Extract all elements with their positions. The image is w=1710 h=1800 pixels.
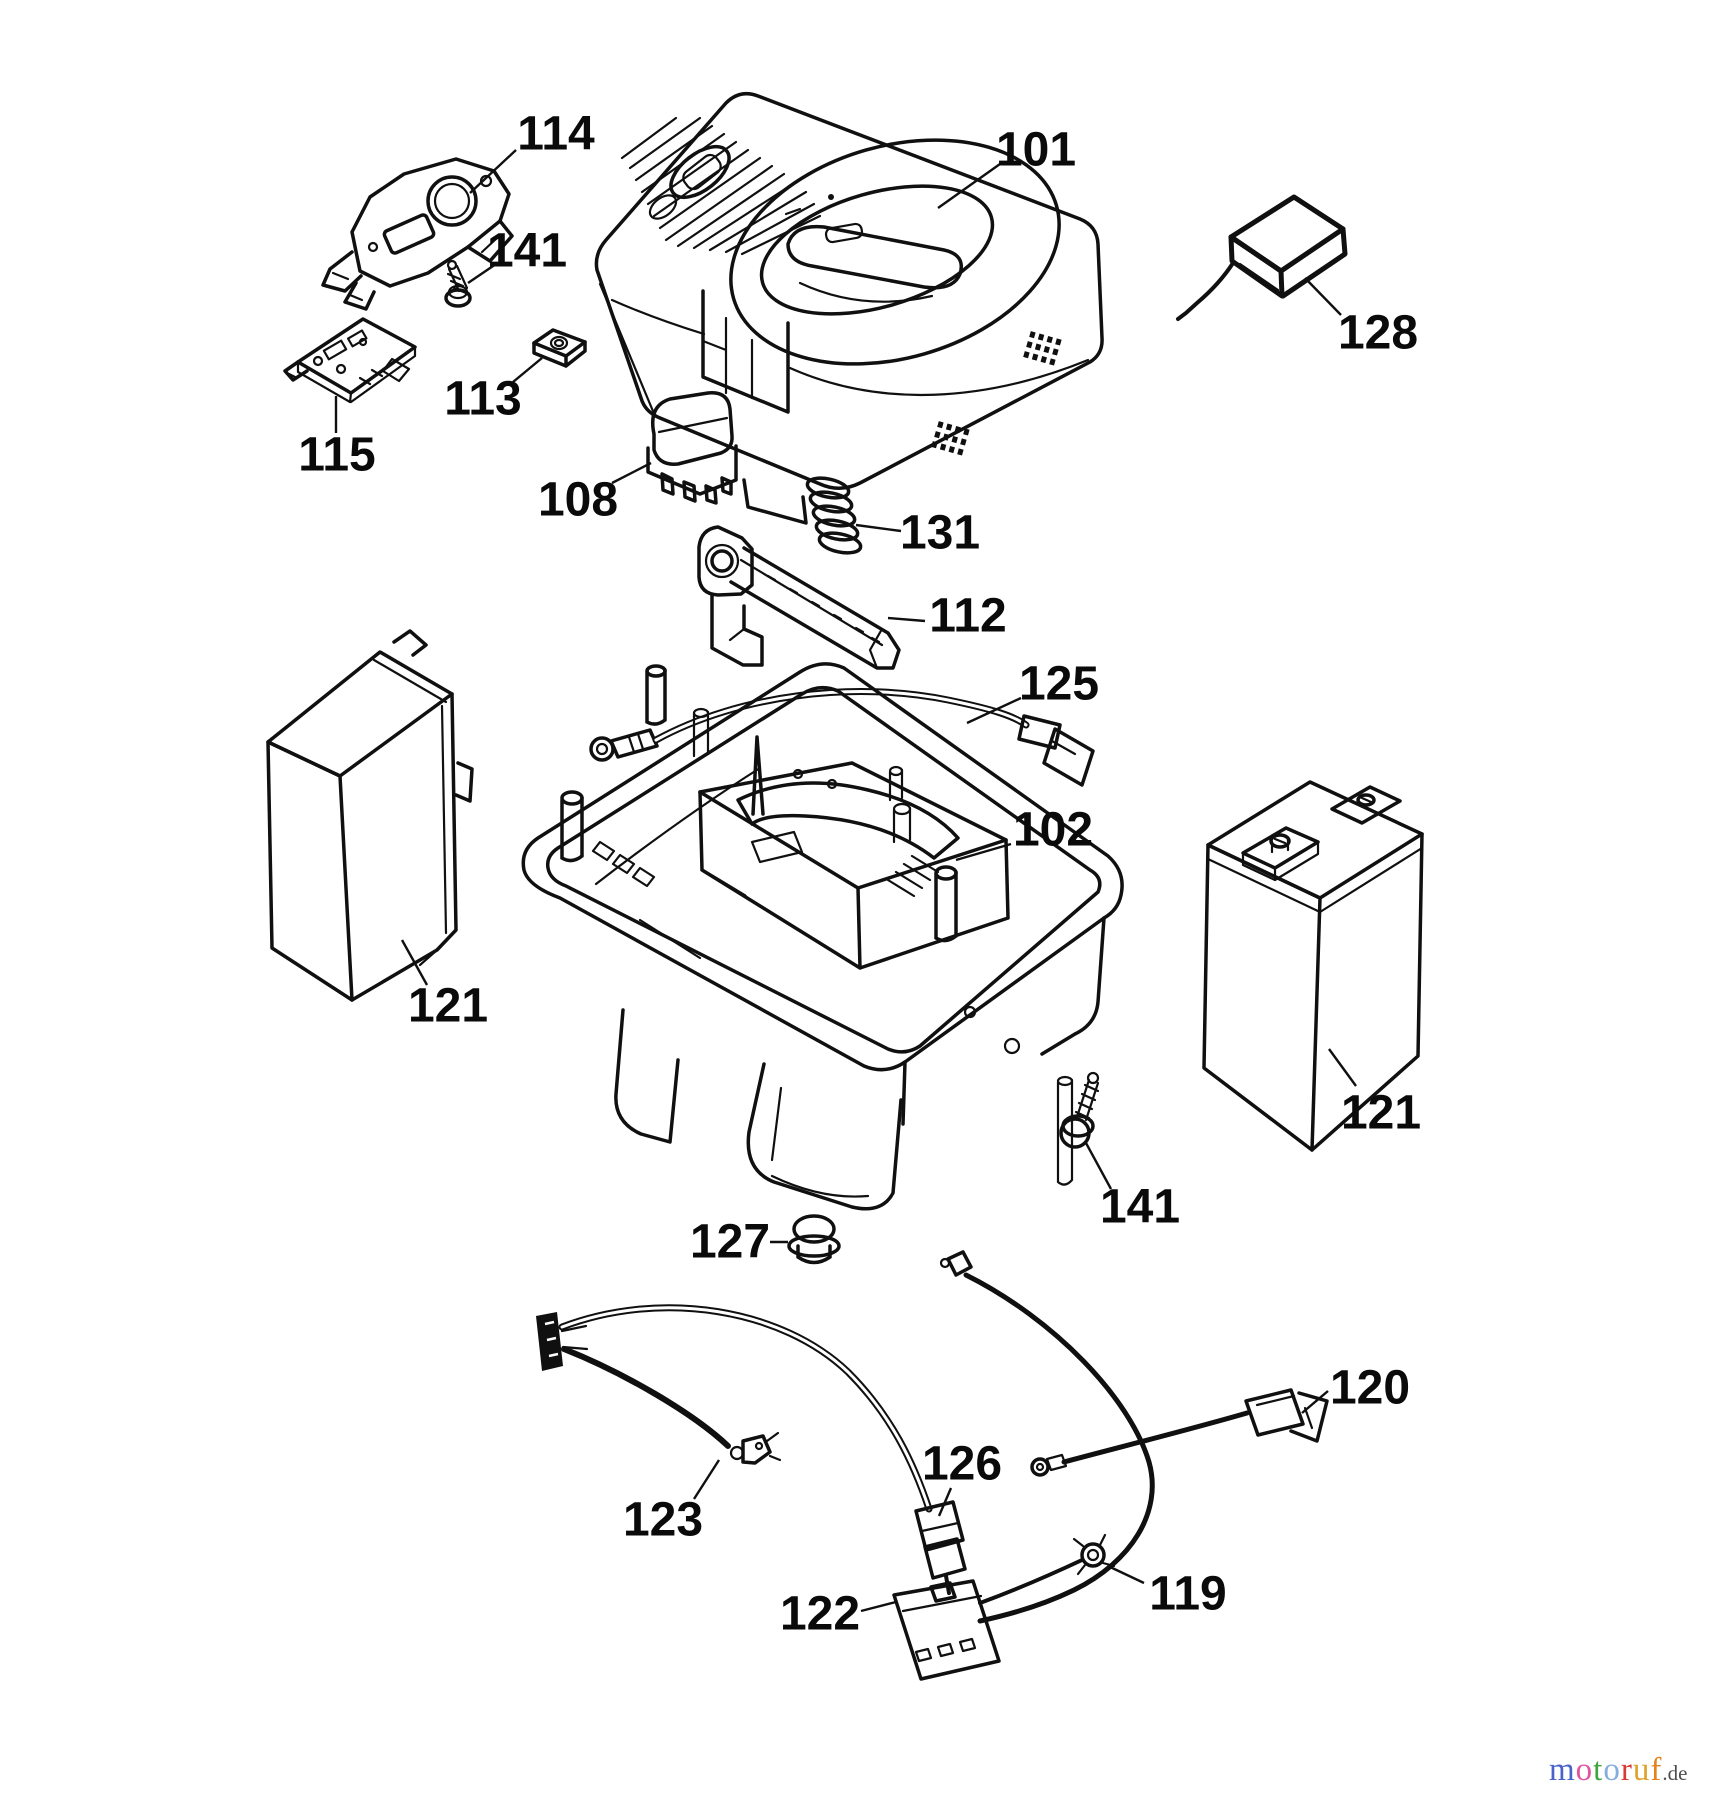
part-113-clip xyxy=(532,328,587,368)
part-108-switch xyxy=(646,391,738,505)
part-label-121-left-leader xyxy=(400,939,429,986)
part-label-115: 115 xyxy=(298,429,375,482)
grille-dots-front xyxy=(931,421,971,456)
part-label-114-leader xyxy=(469,149,517,194)
part-label-125-leader xyxy=(966,696,1022,725)
vent-slats xyxy=(620,116,822,256)
part-label-123: 123 xyxy=(623,1494,703,1547)
part-label-141-top-leader xyxy=(467,263,497,284)
part-label-141-bottom: 141 xyxy=(1100,1181,1180,1234)
part-122-connector xyxy=(892,1250,1155,1681)
grille-dots-right xyxy=(1023,331,1063,366)
part-label-128-leader xyxy=(1304,277,1342,316)
part-label-141-top: 141 xyxy=(487,225,567,278)
part-label-131: 131 xyxy=(900,507,980,560)
part-label-122: 122 xyxy=(780,1588,860,1641)
part-label-119: 119 xyxy=(1149,1568,1226,1621)
part-131-spring xyxy=(805,476,863,555)
part-121-battery-pack-left xyxy=(266,629,474,1002)
motoruf-logo-suffix: .de xyxy=(1662,1761,1688,1785)
part-label-121-right: 121 xyxy=(1341,1087,1421,1140)
motoruf-logo-word: motoruf xyxy=(1549,1752,1662,1788)
part-label-125: 125 xyxy=(1019,658,1099,711)
part-label-127: 127 xyxy=(690,1216,770,1269)
part-102-lower-housing xyxy=(521,662,1124,1211)
part-label-101-leader xyxy=(937,163,1001,209)
logo-letter: u xyxy=(1632,1752,1651,1788)
part-label-108: 108 xyxy=(538,474,618,527)
part-label-101: 101 xyxy=(996,124,1076,177)
part-label-121-left: 121 xyxy=(408,980,488,1033)
motoruf-logo[interactable]: motoruf.de xyxy=(1549,1752,1709,1796)
part-114-bracket xyxy=(321,157,514,311)
part-label-119-leader xyxy=(1107,1564,1145,1585)
part-label-112: 112 xyxy=(929,590,1006,643)
part-label-120: 120 xyxy=(1330,1362,1410,1415)
part-141-screw-bottom xyxy=(1059,1071,1100,1149)
part-label-123-leader xyxy=(692,1459,721,1500)
part-101-top-cover xyxy=(594,91,1104,525)
part-label-120-leader xyxy=(1301,1390,1329,1414)
part-label-113-leader xyxy=(512,357,543,383)
part-115-circuit-board xyxy=(283,317,417,404)
part-label-131-leader xyxy=(855,523,902,533)
part-112-lever xyxy=(697,525,901,670)
part-123-cable xyxy=(536,1312,782,1465)
logo-letter: m xyxy=(1549,1752,1576,1788)
part-label-102-leader xyxy=(955,842,1012,862)
part-label-108-leader xyxy=(611,461,652,485)
part-label-141-bottom-leader xyxy=(1084,1142,1113,1190)
part-141-screw-top xyxy=(444,259,472,308)
part-126-fuse-holder xyxy=(558,1304,967,1595)
part-label-121-right-leader xyxy=(1328,1048,1357,1087)
part-label-128: 128 xyxy=(1338,307,1418,360)
part-119-cable-clamp xyxy=(978,1533,1116,1605)
logo-letter: r xyxy=(1620,1752,1633,1788)
logo-letter: o xyxy=(1603,1752,1621,1788)
part-label-114: 114 xyxy=(517,108,595,161)
part-125-battery-cable xyxy=(589,688,1095,787)
part-121-battery-right xyxy=(1202,780,1424,1152)
part-label-126-leader xyxy=(937,1487,953,1517)
part-label-113: 113 xyxy=(444,373,521,426)
logo-letter: t xyxy=(1593,1752,1604,1788)
logo-letter: f xyxy=(1650,1752,1663,1788)
charger-cord xyxy=(1176,261,1235,321)
part-label-112-leader xyxy=(887,616,926,623)
part-label-102: 102 xyxy=(1013,804,1093,857)
part-128-charger xyxy=(1176,194,1348,321)
part-127-grommet xyxy=(787,1214,841,1265)
part-120-cable xyxy=(1030,1388,1329,1477)
part-label-126: 126 xyxy=(922,1438,1002,1491)
logo-letter: o xyxy=(1575,1752,1594,1788)
part-label-122-leader xyxy=(860,1600,897,1613)
